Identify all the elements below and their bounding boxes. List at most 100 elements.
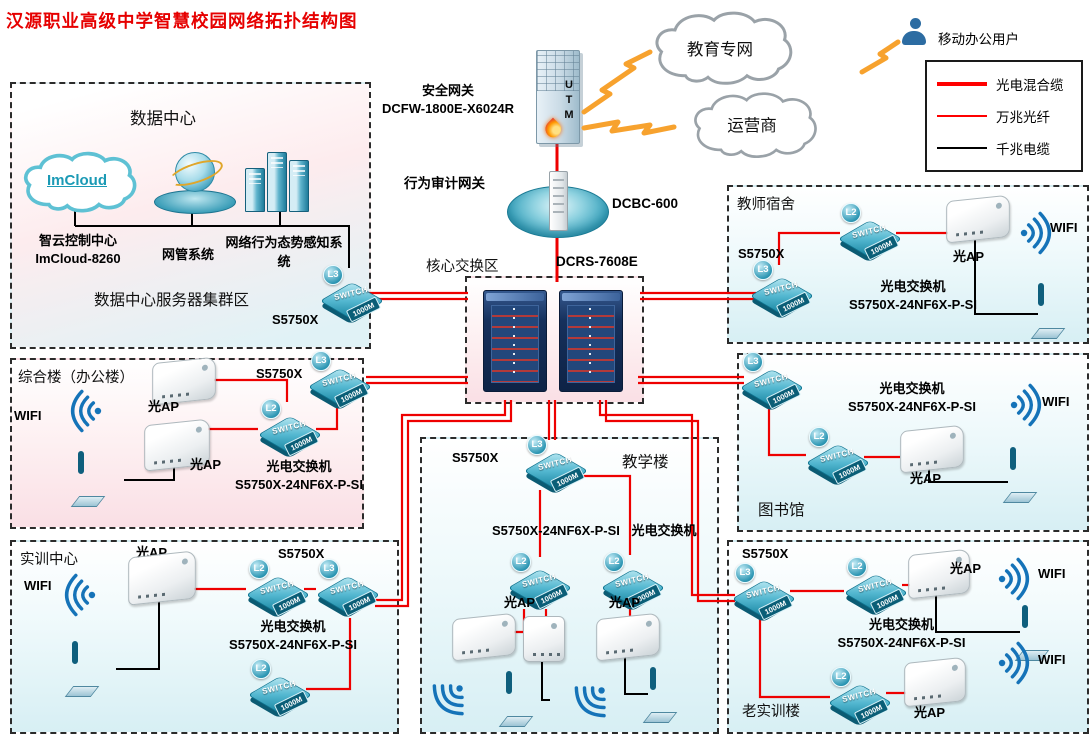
converter-name: 光电交换机: [868, 617, 934, 632]
l3-switch-datacenter: SWITCH 1000M L3: [319, 265, 385, 325]
core-chassis-1: [483, 290, 547, 392]
optical-ap-label: 光AP: [910, 471, 942, 486]
chassis-panel: [567, 305, 615, 383]
l2-switch-old-training: SWITCH 1000M L2: [843, 557, 909, 617]
optical-ap-label: 光AP: [609, 595, 641, 610]
switch-model-label: S5750X: [272, 312, 319, 327]
layer3-badge: L3: [311, 351, 331, 371]
wifi-signal-icon: [64, 573, 96, 617]
optical-ap-label: 光AP: [190, 457, 222, 472]
monitor-screen: [506, 671, 512, 694]
zone-training-center: 实训中心 光AP WIFI S5750X SWITCH 1000M L2 SWI…: [10, 540, 399, 734]
wifi-label: WIFI: [1042, 394, 1070, 409]
monitor-screen: [1022, 605, 1028, 628]
security-gateway-label: 安全网关 DCFW-1800E-X6024R: [362, 82, 534, 117]
optical-ap-device: [128, 550, 196, 606]
imcloud-label: ImCloud: [47, 172, 107, 189]
security-gateway-name: 安全网关: [421, 83, 474, 98]
converter-name: 光电交换机: [631, 523, 697, 538]
optical-ap-device: [596, 612, 660, 662]
zone-datacenter: 数据中心 ImCloud 智云控制中心 ImCloud-8260 网管系统 网络…: [10, 82, 385, 349]
layer2-badge: L2: [604, 552, 624, 572]
controller-model: ImCloud-8260: [35, 250, 121, 266]
media-converter-label: 光电交换机 S5750X-24NF6X-P-SI: [828, 278, 998, 313]
layer3-badge: L3: [527, 435, 547, 455]
mobile-user-icon: [902, 18, 928, 48]
media-converter-label: S5750X-24NF6X-P-SI 光电交换机: [488, 520, 701, 539]
education-network-cloud: [655, 11, 793, 85]
wifi-signal-icon: [574, 686, 606, 718]
education-cloud-label: 教育专网: [687, 41, 753, 59]
zone-label-library: 图书馆: [758, 502, 805, 519]
monitor-screen: [1010, 447, 1016, 470]
layer3-badge: L3: [319, 559, 339, 579]
l2-switch-training-2: SWITCH 1000M L2: [247, 659, 313, 719]
hybrid-cable-swatch: [937, 82, 987, 86]
keyboard: [1002, 492, 1038, 503]
desktop-computer-icon: [1014, 605, 1068, 662]
desktop-computer-icon: [642, 667, 696, 724]
legend-row-copper: 千兆电缆: [937, 138, 1071, 158]
layer2-badge: L2: [841, 203, 861, 223]
desktop-computer-icon: [64, 641, 118, 698]
l2-switch-library: SWITCH 1000M L2: [805, 427, 871, 487]
zone-label-teaching: 教学楼: [622, 454, 669, 471]
converter-model: S5750X-24NF6X-P-SI: [848, 398, 976, 414]
audit-gateway-device: [507, 171, 609, 238]
switch-model-label: S5750X: [742, 546, 789, 561]
layer2-badge: L2: [831, 667, 851, 687]
desktop-computer-icon: [70, 451, 124, 508]
switch-model-label: S5750X: [738, 246, 785, 261]
page-title: 汉源职业高级中学智慧校园网络拓扑结构图: [6, 11, 358, 31]
bolt-mobile-user: [859, 39, 901, 75]
monitor-screen: [1038, 283, 1044, 306]
wifi-label: WIFI: [14, 408, 42, 423]
legend-label-fiber: 万兆光纤: [996, 110, 1050, 125]
nms-globe-icon: [154, 152, 236, 214]
zone-core-switching: [465, 276, 644, 404]
switch-model-label: S5750X: [278, 546, 325, 561]
nms-label: 网管系统: [162, 247, 215, 262]
optical-ap-label: 光AP: [148, 399, 180, 414]
keyboard: [1030, 328, 1066, 339]
legend-label-hybrid: 光电混合缆: [996, 78, 1064, 93]
l2-switch-training: SWITCH 1000M L2: [245, 559, 311, 619]
audit-gateway-label: 行为审计网关: [404, 176, 485, 191]
wifi-signal-icon: [1010, 383, 1042, 427]
utm-brick-pattern: [537, 51, 579, 91]
media-converter-label: 光电交换机 S5750X-24NF6X-P-SI: [224, 458, 374, 493]
zone-old-training: S5750X SWITCH 1000M L3 SWITCH 1000M L2 光…: [727, 540, 1089, 734]
layer3-badge: L3: [753, 260, 773, 280]
wifi-signal-icon: [432, 684, 464, 716]
cloud-controller-label: 智云控制中心 ImCloud-8260: [18, 232, 138, 267]
optical-ap-label: 光AP: [914, 705, 946, 720]
zone-teaching-building: S5750X SWITCH 1000M L3 教学楼 S5750X-24NF6X…: [420, 435, 719, 734]
desktop-computer-icon: [1030, 283, 1084, 340]
converter-name: 光电交换机: [880, 279, 946, 294]
legend-row-fiber: 万兆光纤: [937, 106, 1071, 126]
globe-sphere: [175, 152, 215, 192]
media-converter-label: 光电交换机 S5750X-24NF6X-P-SI: [822, 380, 1002, 415]
controller-name: 智云控制中心: [38, 233, 117, 248]
zone-label-training: 实训中心: [20, 552, 78, 568]
zone-label-old-training: 老实训楼: [742, 704, 800, 720]
monitor-screen: [650, 667, 656, 690]
optical-ap-label: 光AP: [953, 249, 985, 264]
globe-base: [154, 190, 236, 214]
mobile-user-label: 移动办公用户: [938, 32, 1019, 47]
person-torso: [902, 31, 926, 45]
layer2-badge: L2: [261, 399, 281, 419]
optical-ap-device: [452, 612, 516, 662]
optical-ap-label: 光AP: [504, 595, 536, 610]
wifi-label: WIFI: [1038, 566, 1066, 581]
optical-ap-device: [900, 424, 964, 474]
wifi-label: WIFI: [1050, 220, 1078, 235]
l3-switch-library: SWITCH 1000M L3: [739, 352, 805, 412]
zone-label-office: 综合楼（办公楼）: [18, 370, 134, 386]
chassis-panel: [491, 305, 539, 383]
zone-label-dorm: 教师宿舍: [737, 197, 795, 213]
l3-switch-dorm: SWITCH 1000M L3: [749, 260, 815, 320]
converter-model: S5750X-24NF6X-P-SI: [229, 636, 357, 652]
media-converter-label: 光电交换机 S5750X-24NF6X-P-SI: [208, 618, 378, 653]
